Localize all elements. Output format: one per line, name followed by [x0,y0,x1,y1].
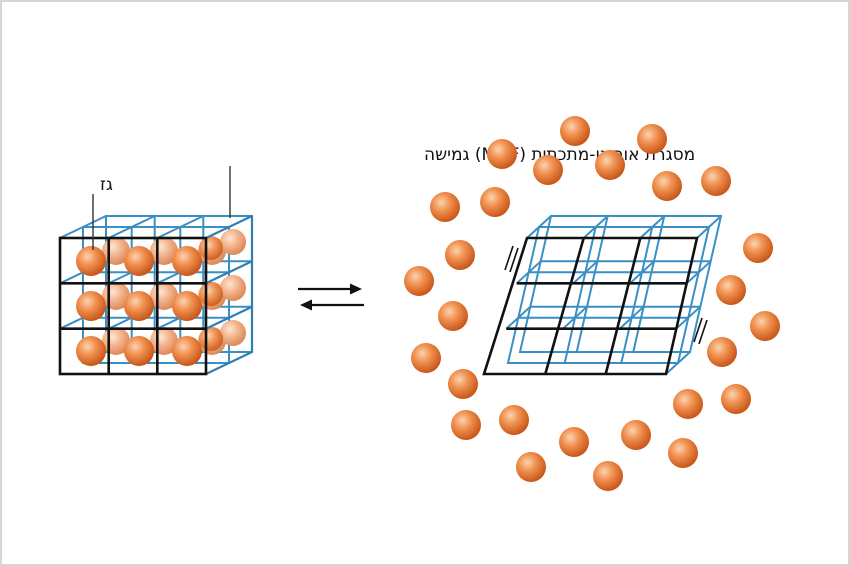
sphere-icon [533,155,563,185]
sphere-icon [404,266,434,296]
sphere-icon [516,452,546,482]
open-mof [482,215,723,376]
gas-spheres-front [76,236,223,366]
sphere-icon [701,166,731,196]
sphere-icon [716,275,746,305]
sphere-icon [621,420,651,450]
equilibrium-arrows-icon [298,283,364,311]
sphere-icon [438,301,468,331]
closed-mof [58,166,254,376]
sphere-icon [707,337,737,367]
sphere-icon [637,124,667,154]
open-mof-front-grid [482,236,699,376]
sphere-icon [721,384,751,414]
sphere-icon [560,116,590,146]
sphere-icon [499,405,529,435]
sphere-icon [445,240,475,270]
gas-spheres-back [102,229,246,355]
sphere-icon [593,461,623,491]
sphere-icon [750,311,780,341]
sphere-icon [559,427,589,457]
sphere-icon [673,389,703,419]
closed-mof-front-grid [58,236,208,376]
sphere-icon [595,150,625,180]
sphere-icon [448,369,478,399]
sphere-icon [411,343,441,373]
sphere-icon [487,139,517,169]
sphere-icon [668,438,698,468]
released-gas-particles [404,116,780,491]
sphere-icon [743,233,773,263]
sphere-icon [451,410,481,440]
gas-label: גז [100,175,113,195]
sphere-icon [480,187,510,217]
sphere-icon [430,192,460,222]
flex-tick-marks-icon [504,245,708,345]
sphere-icon [652,171,682,201]
